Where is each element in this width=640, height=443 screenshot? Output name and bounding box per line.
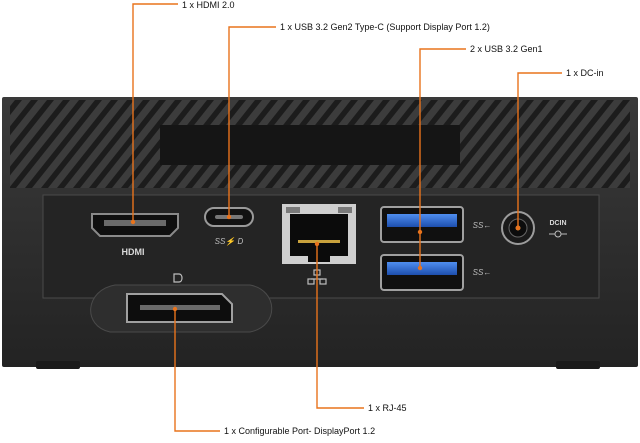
vent-slat — [576, 120, 630, 188]
hdmi-port — [91, 213, 179, 237]
vent-slat — [608, 160, 630, 188]
vent-slat — [10, 100, 79, 187]
displayport-icon — [173, 273, 183, 283]
vent-slat — [10, 100, 47, 147]
leader-usb-c — [228, 26, 276, 217]
vent-slat — [496, 100, 575, 188]
displayport-callout: 1 x Configurable Port- DisplayPort 1.2 — [224, 426, 376, 436]
vent-slat — [432, 100, 511, 188]
vent-slat — [464, 100, 543, 188]
usb-superspeed-icon: SS← — [473, 268, 492, 277]
leader-endpoints — [130, 214, 521, 312]
vent-slat — [80, 100, 159, 188]
rubber-foot-right — [556, 361, 600, 369]
vent-slat — [512, 100, 591, 188]
dc-in-callout: 1 x DC-in — [566, 68, 604, 78]
displayport-port — [90, 284, 273, 333]
usb-superspeed-icon: SS← — [473, 221, 492, 230]
leader-rj45 — [316, 244, 364, 409]
leader-usb-a — [419, 48, 466, 232]
vent-slat — [560, 100, 630, 188]
vent-slat — [448, 100, 527, 188]
hdmi-callout: 1 x HDMI 2.0 — [182, 0, 235, 10]
hdmi-port-label: HDMI — [122, 247, 145, 257]
usb-superspeed-icon: SS⚡ D — [215, 236, 244, 246]
rj45-callout: 1 x RJ-45 — [368, 403, 407, 413]
rubber-foot-left — [36, 361, 80, 369]
leader-displayport — [174, 309, 220, 432]
leader-hdmi — [132, 3, 178, 222]
usb-c-callout: 1 x USB 3.2 Gen2 Type-C (Support Display… — [280, 22, 490, 32]
vent-slat — [624, 180, 630, 188]
vent-slat — [480, 100, 559, 188]
dc-polarity-icon — [549, 230, 567, 238]
dc-in-label: DCIN — [549, 220, 566, 227]
vent-inner-block — [160, 125, 460, 165]
vent-slat — [32, 100, 111, 188]
vent-slat — [592, 140, 630, 188]
vent-slat — [10, 100, 63, 167]
vent-slat — [96, 100, 175, 188]
vent-slat — [10, 100, 15, 107]
vent-slat — [112, 100, 191, 188]
vent-slat — [544, 100, 623, 188]
usb-a-port-bottom — [380, 254, 464, 291]
vent-slat — [48, 100, 127, 188]
usb-a-callout: 2 x USB 3.2 Gen1 — [470, 44, 543, 54]
vent-slat — [16, 100, 95, 188]
leader-dc-in — [517, 72, 562, 228]
vent-slat — [10, 100, 31, 127]
vent-slat — [528, 100, 607, 188]
usb-a-port-top — [380, 206, 464, 243]
callout-leader-lines — [132, 3, 562, 432]
rj45-port — [282, 204, 356, 264]
vent-slat — [64, 100, 143, 188]
